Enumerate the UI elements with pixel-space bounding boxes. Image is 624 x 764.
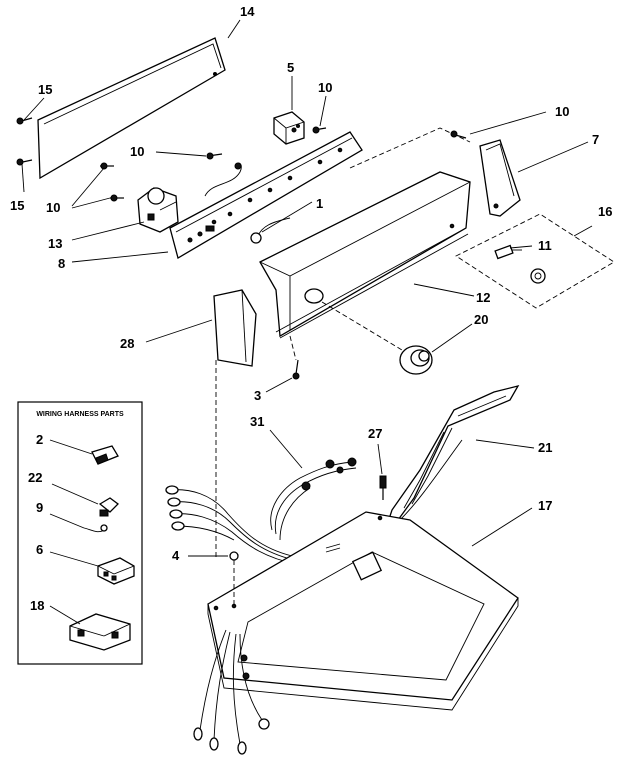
callout-22: 22 [28,470,42,485]
screw-27 [379,475,387,500]
callout-11: 11 [538,238,552,253]
callout-21: 21 [538,440,552,455]
harness-31 [165,457,357,565]
lower-wire-bundle [193,629,270,755]
wire-1 [250,217,291,244]
callout-4: 4 [172,548,180,563]
part-9-tie [83,524,108,533]
callout-10-left: 10 [130,144,144,159]
callout-27: 27 [368,426,382,441]
callout-31: 31 [250,414,264,429]
screw-15-lower [16,158,33,166]
callout-10-lower-left: 10 [46,200,60,215]
callout-18: 18 [30,598,44,613]
callout-3: 3 [254,388,261,403]
console-12 [259,127,471,339]
end-cap-7 [479,139,521,217]
callout-labels: 14 15 15 5 10 10 7 10 10 16 1 13 8 11 12… [10,4,612,613]
screw-15-upper [16,117,33,125]
bulb-11 [494,244,522,260]
callout-10-center: 10 [318,80,332,95]
callout-12: 12 [476,290,490,305]
knob-16 [530,268,546,284]
callout-13: 13 [48,236,62,251]
wiring-harness-inset: WIRING HARNESS PARTS [17,401,143,665]
part-2-connector [91,445,119,465]
top-panel-14 [37,37,226,180]
part-22-clip [98,497,119,517]
part-6-block [97,557,135,585]
inset-title: WIRING HARNESS PARTS [36,411,124,418]
callout-8: 8 [58,256,65,271]
callout-14: 14 [240,4,255,19]
callout-5: 5 [287,60,294,75]
callout-9: 9 [36,500,43,515]
screw-10-lower-left [100,162,124,202]
screw-10-right [450,130,467,139]
callout-28: 28 [120,336,134,351]
callout-7: 7 [592,132,599,147]
callout-6: 6 [36,542,43,557]
screw-10-center [312,126,327,134]
callout-17: 17 [538,498,552,513]
control-panel-8 [169,131,363,259]
callout-15-lower: 15 [10,198,24,213]
screw-3 [289,335,300,380]
leader-lines [21,19,593,625]
callout-10-right: 10 [555,104,569,119]
switch-5 [273,111,305,145]
screw-4 [229,551,239,606]
screw-10-left [206,152,223,160]
knob-20 [321,301,433,375]
callout-1: 1 [316,196,323,211]
callout-15-upper: 15 [38,82,52,97]
part-18-block [69,613,131,651]
callout-16: 16 [598,204,612,219]
wire-loop [204,162,242,197]
bracket-28 [213,289,257,560]
callout-20: 20 [474,312,488,327]
timer-13 [137,187,179,233]
kit-16 [455,213,615,309]
harness-21 [384,384,520,530]
callout-2: 2 [36,432,43,447]
top-cover-17 [207,511,519,711]
